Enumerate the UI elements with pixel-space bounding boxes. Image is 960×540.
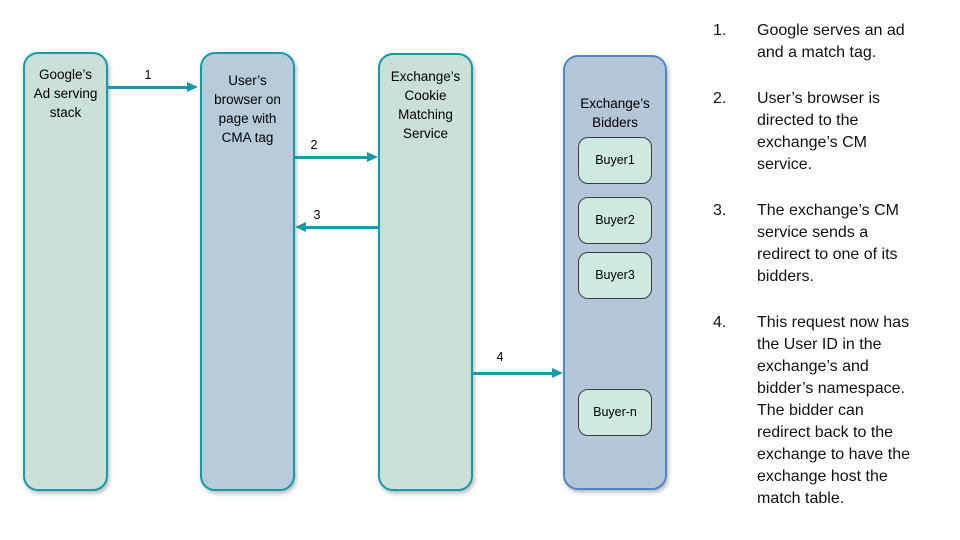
arrow-4-label: 4 [496, 350, 504, 364]
step-text: This request now has the User ID in the … [757, 314, 911, 507]
arrow-3-label: 3 [313, 208, 321, 222]
arrow-1 [108, 82, 198, 93]
arrow-2-line [295, 156, 369, 159]
step-item-4: 4. This request now has the User ID in t… [713, 312, 951, 510]
buyer-box-n: Buyer-n [578, 389, 652, 436]
arrowhead-right-icon [552, 368, 563, 378]
node-user-browser: User’s browser on page with CMA tag [200, 52, 295, 491]
step-number: 4. [713, 314, 727, 331]
bidders-title: Exchange’s Bidders [580, 96, 650, 130]
arrowhead-left-icon [295, 222, 306, 232]
arrow-1-label: 1 [144, 68, 152, 82]
arrow-1-line [108, 86, 189, 89]
step-item-2: 2. User’s browser is directed to the exc… [713, 88, 951, 176]
step-text: Google serves an ad and a match tag. [757, 22, 905, 61]
steps-list: 1. Google serves an ad and a match tag. … [713, 20, 951, 534]
arrow-4-line [473, 372, 554, 375]
arrow-2-label: 2 [310, 138, 318, 152]
arrow-3 [295, 222, 378, 233]
step-item-1: 1. Google serves an ad and a match tag. [713, 20, 951, 64]
arrow-2 [295, 152, 378, 163]
step-item-3: 3. The exchange’s CM service sends a red… [713, 200, 951, 288]
step-text: User’s browser is directed to the exchan… [757, 90, 880, 173]
node-google-ad-serving-stack: Google’s Ad serving stack [23, 52, 108, 491]
step-text: The exchange’s CM service sends a redire… [757, 202, 899, 285]
step-number: 3. [713, 202, 727, 219]
node-exchange-bidders: Exchange’s Bidders Buyer1 Buyer2 Buyer3 … [563, 55, 667, 490]
buyer-box-2: Buyer2 [578, 197, 652, 244]
arrowhead-right-icon [367, 152, 378, 162]
arrow-4 [473, 368, 563, 379]
buyer-box-3: Buyer3 [578, 252, 652, 299]
step-number: 2. [713, 90, 727, 107]
step-number: 1. [713, 22, 727, 39]
arrowhead-right-icon [187, 82, 198, 92]
node-exchange-cookie-matching-service: Exchange’s Cookie Matching Service [378, 53, 473, 491]
arrow-3-line [304, 226, 378, 229]
buyer-box-1: Buyer1 [578, 137, 652, 184]
